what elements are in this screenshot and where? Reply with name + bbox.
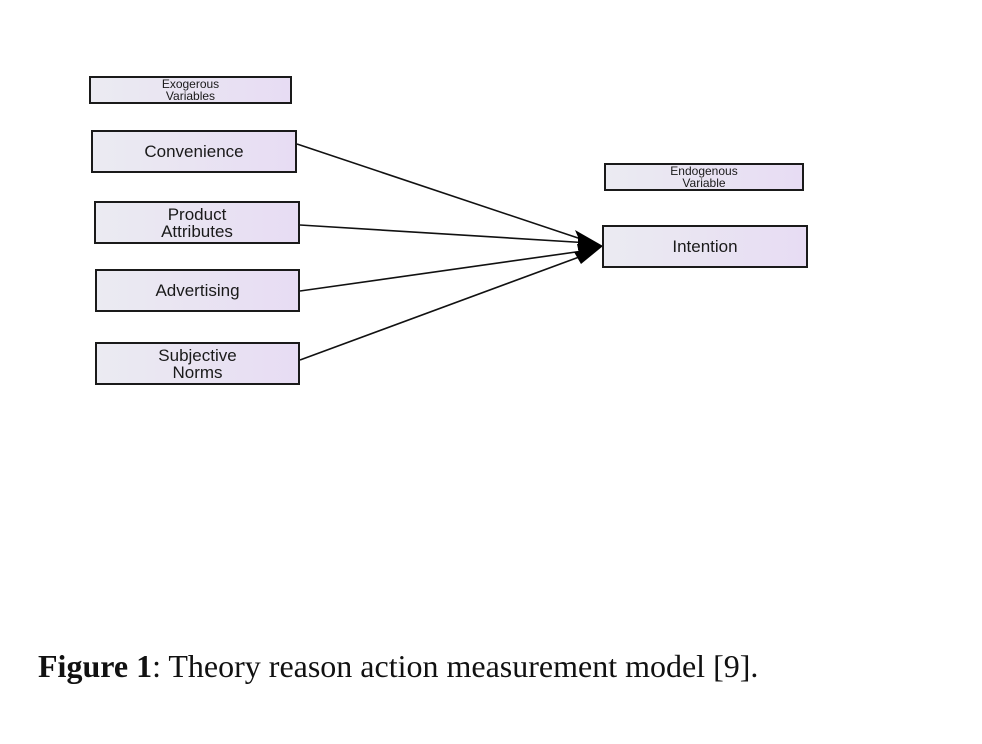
figure-caption: Figure 1: Theory reason action measureme… <box>38 648 758 685</box>
edge-product-attributes-to-intention <box>299 224 591 244</box>
figure-caption-label: Figure 1 <box>38 648 153 684</box>
edge-subjective-norms-to-intention <box>299 252 591 361</box>
node-convenience: Convenience <box>91 130 297 173</box>
edge-advertising-to-intention <box>299 249 591 292</box>
exogenous-variables-label: Exogerous Variables <box>89 76 292 104</box>
endogenous-variable-label: Endogenous Variable <box>604 163 804 191</box>
node-advertising: Advertising <box>95 269 300 312</box>
figure-caption-text: : Theory reason action measurement model… <box>152 648 759 684</box>
node-product-attributes: Product Attributes <box>94 201 300 244</box>
edge-convenience-to-intention <box>296 143 591 243</box>
arrowhead-subjective-norms <box>574 246 603 264</box>
node-subjective-norms: Subjective Norms <box>95 342 300 385</box>
node-intention: Intention <box>602 225 808 268</box>
